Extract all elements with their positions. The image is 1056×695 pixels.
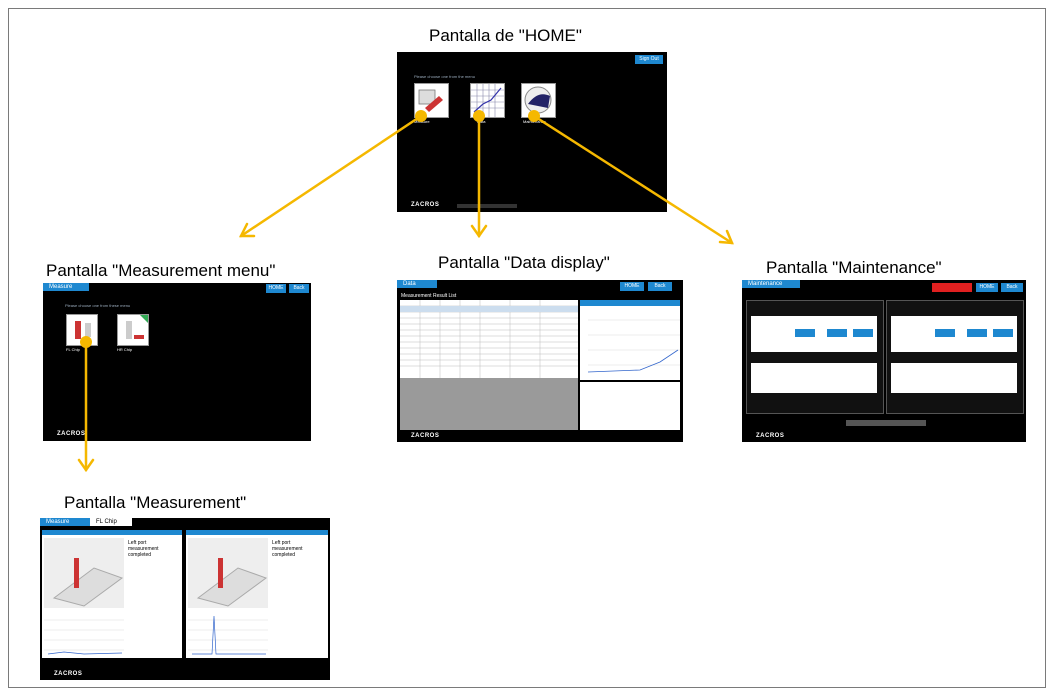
back-button[interactable]: Back	[1001, 283, 1023, 292]
zacros-logo: ZACROS	[756, 433, 785, 439]
home-button[interactable]: HOME	[976, 283, 998, 292]
zacros-logo: ZACROS	[411, 433, 440, 439]
back-button[interactable]: Back	[289, 284, 309, 293]
data-icon[interactable]	[470, 83, 505, 118]
right-maintenance-panel	[886, 300, 1024, 414]
zacros-logo: ZACROS	[54, 671, 83, 677]
measurement-menu-screen: Measure HOME Back Please choose one from…	[43, 283, 311, 441]
hr-chip-icon[interactable]	[117, 314, 149, 346]
hr-chip-label: HR Chip	[117, 347, 133, 352]
caption-measurement-menu: Pantalla "Measurement menu"	[46, 261, 276, 280]
bottom-control-bar	[846, 420, 926, 426]
data-display-screen: Data HOME Back Measurement Result List Z…	[397, 280, 683, 442]
left-option-button[interactable]	[827, 329, 847, 337]
right-option-button[interactable]	[967, 329, 987, 337]
measure-tab: Measure	[43, 283, 89, 291]
left-start-button[interactable]	[795, 329, 815, 337]
fl-chip-tab: FL Chip	[90, 518, 132, 526]
maintenance-tab: Maintenance	[742, 280, 800, 288]
back-button[interactable]: Back	[648, 282, 672, 291]
result-table	[400, 300, 578, 378]
caption-home: Pantalla de "HOME"	[429, 26, 582, 45]
caption-data-display: Pantalla "Data display"	[438, 253, 610, 272]
left-port-panel: Left port measurement completed	[42, 530, 182, 658]
measure-icon[interactable]	[414, 83, 449, 118]
fl-chip-icon[interactable]	[66, 314, 98, 346]
measurement-screen: Measure FL Chip Left port measurement co…	[40, 518, 330, 680]
diagram-frame	[8, 8, 1046, 688]
footer-version-icon	[457, 204, 517, 208]
right-port-panel: Left port measurement completed	[186, 530, 328, 658]
left-maintenance-panel	[746, 300, 884, 414]
table-empty-area	[400, 378, 578, 430]
data-tab: Data	[397, 280, 437, 288]
home-prompt: Please choose one from the menu	[414, 74, 475, 79]
home-screen: Sign Out Please choose one from the menu…	[397, 52, 667, 212]
left-port-status: Left port measurement completed	[128, 540, 159, 558]
maintenance-screen: Maintenance HOME Back ZACROS	[742, 280, 1026, 442]
caption-measurement: Pantalla "Measurement"	[64, 493, 247, 512]
graph-panel	[580, 300, 680, 380]
menu-prompt: Please choose one from these menu	[65, 303, 131, 308]
maintenance-icon[interactable]	[521, 83, 556, 118]
home-button[interactable]: HOME	[620, 282, 644, 291]
right-port-status: Left port measurement completed	[272, 540, 303, 558]
right-option2-button[interactable]	[993, 329, 1013, 337]
zacros-logo: ZACROS	[411, 202, 440, 208]
detail-panel	[580, 382, 680, 430]
caption-maintenance: Pantalla "Maintenance"	[766, 258, 942, 277]
list-title: Measurement Result List	[401, 293, 457, 299]
alert-indicator	[932, 283, 972, 292]
sign-out-button[interactable]: Sign Out	[635, 55, 663, 64]
measure-label: Measure	[414, 119, 430, 124]
left-option2-button[interactable]	[853, 329, 873, 337]
maintenance-label: Maintenance	[523, 119, 546, 124]
data-label: Data	[477, 119, 486, 124]
fl-chip-label: FL Chip	[66, 347, 80, 352]
zacros-logo: ZACROS	[57, 431, 86, 437]
measure-tab: Measure	[40, 518, 92, 526]
right-start-button[interactable]	[935, 329, 955, 337]
home-button[interactable]: HOME	[266, 284, 286, 293]
